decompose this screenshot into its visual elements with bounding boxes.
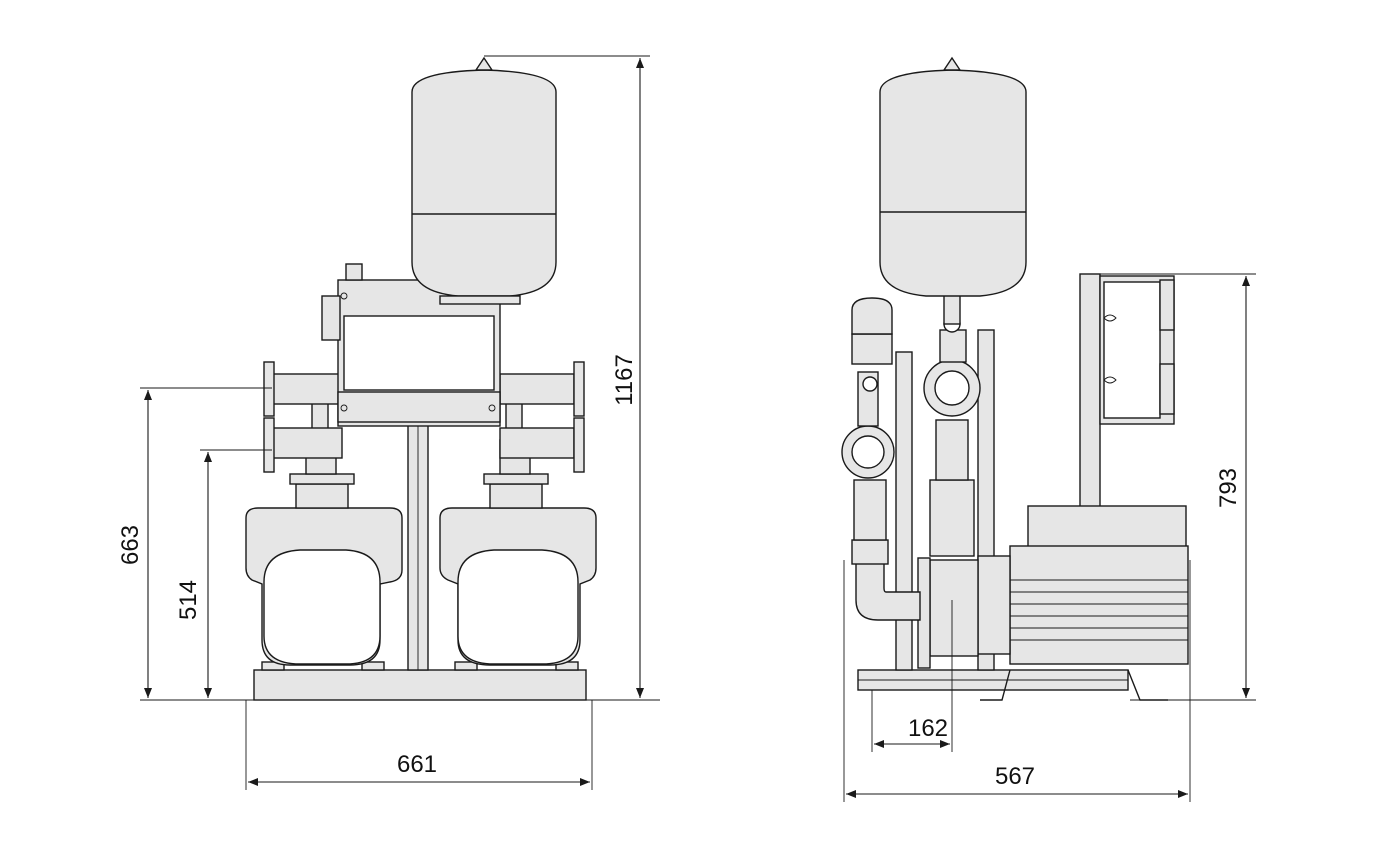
side-dimensions: 793 162 567: [843, 273, 1256, 802]
dim-1167-label: 1167: [611, 354, 638, 406]
front-dimensions: 663 514 1167 661: [117, 55, 660, 790]
dim-567-label: 567: [995, 763, 1035, 790]
pressure-tank-side: [879, 56, 1027, 297]
dim-162-label: 162: [908, 715, 948, 742]
side-view: [841, 56, 1189, 701]
suction-pipe-side: [841, 297, 921, 621]
manifold-front: [263, 361, 585, 473]
dim-661-label: 661: [397, 751, 437, 778]
pump-right: [439, 473, 597, 666]
pressure-tank-front: [411, 56, 557, 305]
dim-793-label: 793: [1215, 468, 1242, 508]
pump-foot: [361, 661, 385, 671]
pump-foot: [454, 661, 478, 671]
front-view: [245, 56, 597, 701]
pump-left: [245, 473, 403, 666]
controller-side: [1079, 273, 1175, 509]
dim-514-label: 514: [175, 580, 202, 620]
discharge-pipe-side: [923, 261, 981, 557]
dim-663-label: 663: [117, 525, 144, 565]
motor-side: [917, 505, 1189, 669]
base-plate: [253, 669, 587, 701]
